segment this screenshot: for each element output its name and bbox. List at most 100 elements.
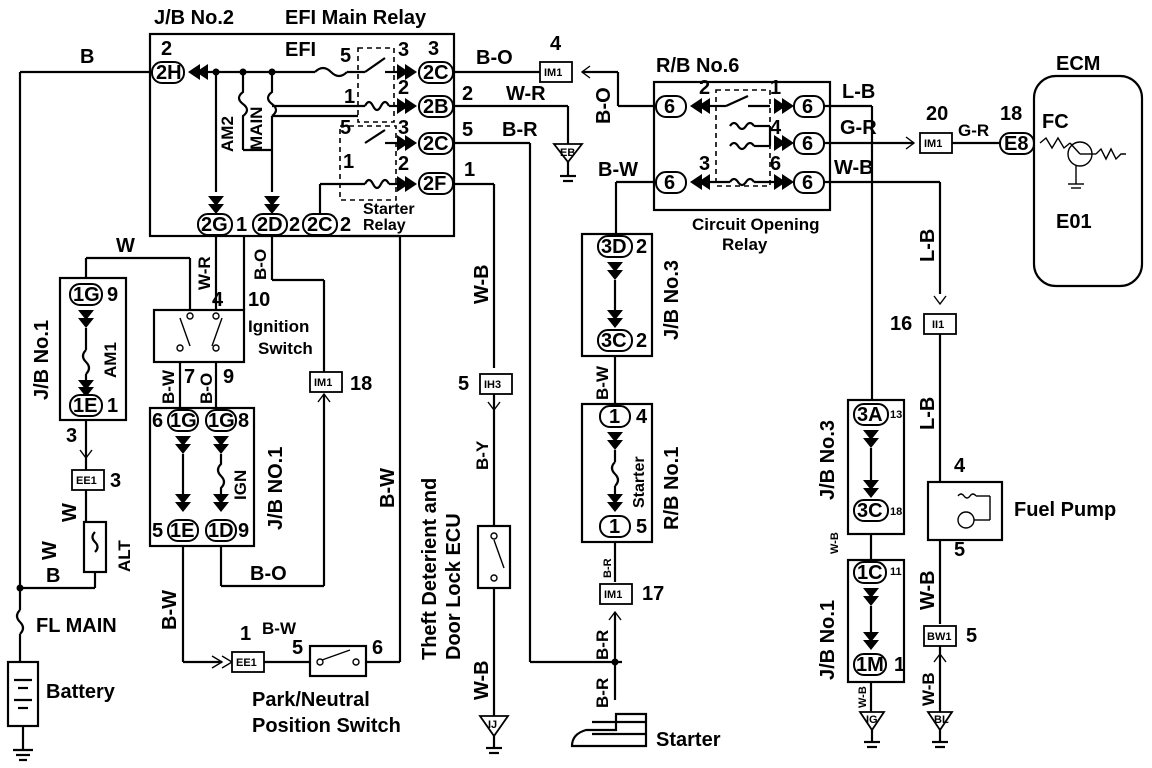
wire-B-O: B-O <box>197 373 216 404</box>
pin-1: 1 <box>107 395 118 417</box>
theft-label-2: Door Lock ECU <box>443 513 465 660</box>
terminal-arrow <box>196 64 208 80</box>
starter-fuse <box>610 461 620 487</box>
rb6-title: R/B No.6 <box>656 55 739 77</box>
pin-20: 20 <box>926 103 948 125</box>
wire-W-B: W-B <box>919 672 938 706</box>
efi-relay-dashed <box>357 47 395 123</box>
wire-L-B: L-B <box>917 397 939 430</box>
pin-2: 2 <box>699 77 710 99</box>
connector-3A: 3A <box>853 403 889 426</box>
svg-text:II1: II1 <box>932 319 944 331</box>
terminal-arrow <box>188 64 200 80</box>
jb3-right-label: J/B No.3 <box>817 420 839 500</box>
pin-18: 18 <box>1000 103 1022 125</box>
connector-1G: 1G <box>69 283 103 306</box>
wire-G-R: G-R <box>958 121 989 140</box>
pin-3: 3 <box>398 39 409 61</box>
connector-2G: 2G <box>197 213 233 236</box>
wire-W-B: W-B <box>917 570 939 610</box>
ignition-switch-label-1: Ignition <box>248 317 309 336</box>
park-label-1: Park/Neutral <box>252 689 370 711</box>
connector-1C: 1C <box>853 561 887 584</box>
ignition-switch-label-2: Switch <box>258 339 313 358</box>
starter-relay-label-1: Starter <box>363 201 415 218</box>
pin-18: 18 <box>350 373 372 395</box>
connector-EB: EB <box>560 147 575 159</box>
pin-1: 1 <box>464 159 475 181</box>
starter-fuse-label: Starter <box>631 456 648 508</box>
wire-B-R: B-R <box>502 119 538 141</box>
connector-3C: 3C <box>597 329 633 352</box>
pin-5: 5 <box>462 119 473 141</box>
wire-B: B <box>46 565 60 587</box>
connector-2C-top: 2C <box>418 61 454 84</box>
alt-box <box>82 520 108 574</box>
connector-2H: 2H <box>151 61 185 84</box>
svg-text:IM1: IM1 <box>604 589 622 601</box>
pin-5: 5 <box>340 45 351 67</box>
starter-relay-dashed <box>339 125 397 201</box>
starter-relay-label-2: Relay <box>363 217 406 234</box>
ground-BL <box>926 711 954 732</box>
connector-IJ: IJ <box>488 719 497 731</box>
wire-B-W: B-W <box>159 590 181 630</box>
svg-text:IM1: IM1 <box>924 138 942 150</box>
pin-13: 13 <box>890 409 902 421</box>
wire-L-B: L-B <box>917 229 939 262</box>
jb1-right-label: J/B No.1 <box>817 600 839 680</box>
svg-text:2C: 2C <box>423 62 449 84</box>
starter-motor <box>570 712 648 748</box>
wire-B: B <box>80 46 94 68</box>
wire-W-R: W-R <box>506 83 546 105</box>
svg-text:2F: 2F <box>423 173 446 195</box>
pin-5: 5 <box>292 637 303 659</box>
wire-B-W: B-W <box>593 365 612 400</box>
wire-B-R: B-R <box>602 558 614 578</box>
starter-label: Starter <box>656 729 721 751</box>
pin-5: 5 <box>954 539 965 561</box>
connector-E8: E8 <box>999 132 1035 155</box>
svg-text:2D: 2D <box>257 214 283 236</box>
coil <box>729 177 755 187</box>
svg-text:2C: 2C <box>423 133 449 155</box>
svg-text:3A: 3A <box>857 404 883 426</box>
pin-16: 16 <box>890 313 912 335</box>
svg-text:6: 6 <box>664 172 675 194</box>
wire-B-R: B-R <box>593 678 612 708</box>
connector-IM1-17: IM1 <box>599 583 633 605</box>
svg-text:3D: 3D <box>601 236 627 258</box>
connector-2D: 2D <box>252 213 288 236</box>
circuit-opening-relay-label-2: Relay <box>722 235 768 254</box>
fuel-pump-box <box>926 480 1004 542</box>
pin-2: 2 <box>636 330 647 352</box>
pin-5: 5 <box>152 520 163 542</box>
svg-text:EE1: EE1 <box>76 475 97 487</box>
wire-G-R: G-R <box>840 117 877 139</box>
connector-3C-right: 3C <box>853 499 889 522</box>
pin-5: 5 <box>458 373 469 395</box>
wire-B-O: B-O <box>476 47 513 69</box>
rb1-box <box>580 402 654 544</box>
svg-text:IM1: IM1 <box>544 67 562 79</box>
svg-text:1M: 1M <box>856 654 884 676</box>
coil <box>729 141 755 151</box>
jb2-title: J/B No.2 <box>154 7 234 29</box>
pin-17: 17 <box>642 583 664 605</box>
pin-2: 2 <box>340 214 351 236</box>
wire-B-W: B-W <box>159 369 178 404</box>
park-label-2: Position Switch <box>252 715 401 737</box>
connector-6-left-top: 6 <box>655 95 687 118</box>
svg-text:E8: E8 <box>1004 133 1028 155</box>
jb1-am1-box <box>58 276 128 422</box>
connector-1M: 1M <box>853 653 887 676</box>
fc-label: FC <box>1042 111 1069 133</box>
am1-fuse <box>81 349 91 375</box>
svg-text:1G: 1G <box>73 284 100 306</box>
wire-B-O: B-O <box>250 563 287 585</box>
pin-2: 2 <box>161 38 172 60</box>
svg-text:1G: 1G <box>208 410 235 432</box>
wire-B-O: B-O <box>251 249 270 280</box>
svg-text:EE1: EE1 <box>236 657 257 669</box>
pin-4: 4 <box>636 406 648 428</box>
